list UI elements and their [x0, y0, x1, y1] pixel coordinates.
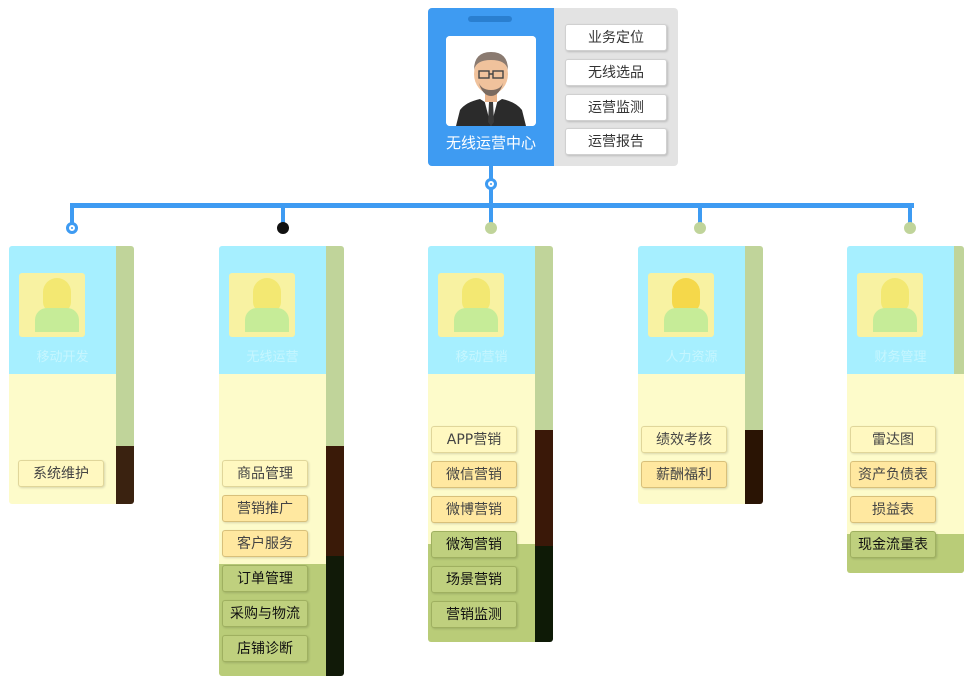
badge-slot — [468, 16, 512, 22]
card-side-strip — [534, 246, 553, 642]
item-button[interactable]: 资产负债表 — [850, 461, 936, 488]
department-name: 财务管理 — [874, 350, 927, 365]
connector-node-5 — [904, 222, 916, 234]
item-button[interactable]: 营销推广 — [222, 495, 308, 522]
item-button[interactable]: 店铺诊断 — [222, 635, 308, 662]
department-card-1: 移动开发 系统维护 — [9, 246, 134, 504]
department-name: 移动开发 — [36, 350, 89, 365]
department-name: 无线运营 — [246, 350, 299, 365]
item-button[interactable]: 系统维护 — [18, 460, 104, 487]
item-button[interactable]: 雷达图 — [850, 426, 936, 453]
person-icon — [672, 278, 700, 312]
manager-avatar — [446, 36, 536, 126]
connector-node-3 — [485, 222, 497, 234]
item-button[interactable]: 场景营销 — [431, 566, 517, 593]
person-icon — [253, 278, 281, 312]
person-shoulders-icon — [873, 308, 917, 332]
card-side-strip — [325, 246, 344, 676]
person-icon — [881, 278, 909, 312]
item-button[interactable]: 绩效考核 — [641, 426, 727, 453]
department-card-2: 无线运营 商品管理 营销推广 客户服务 订单管理 采购与物流 店铺诊断 — [219, 246, 344, 676]
person-icon — [43, 278, 71, 312]
card-side-strip — [744, 246, 763, 504]
card-side-strip — [115, 246, 134, 504]
department-card-5: 财务管理 雷达图 资产负债表 损益表 现金流量表 — [847, 246, 964, 573]
item-button[interactable]: 订单管理 — [222, 565, 308, 592]
item-button[interactable]: 采购与物流 — [222, 600, 308, 627]
card-header: 财务管理 — [847, 246, 954, 374]
connector-drop-4 — [698, 203, 702, 223]
item-button[interactable]: 微博营销 — [431, 496, 517, 523]
connector-drop-5 — [908, 203, 912, 223]
card-header: 移动营销 — [428, 246, 535, 374]
card-header: 无线运营 — [219, 246, 326, 374]
item-button[interactable]: 薪酬福利 — [641, 461, 727, 488]
item-button[interactable]: 损益表 — [850, 496, 936, 523]
connector-drop-1 — [70, 203, 74, 223]
connector-drop-2 — [281, 203, 285, 223]
connector-node-1 — [66, 222, 78, 234]
button-operation-report[interactable]: 运营报告 — [565, 128, 667, 155]
button-wireless-selection[interactable]: 无线选品 — [565, 59, 667, 86]
person-shoulders-icon — [454, 308, 498, 332]
connector-node-4 — [694, 222, 706, 234]
connector-node-2 — [277, 222, 289, 234]
department-name: 人力资源 — [665, 350, 718, 365]
center-title: 无线运营中心 — [445, 134, 536, 152]
person-shoulders-icon — [245, 308, 289, 332]
card-header: 人力资源 — [638, 246, 745, 374]
connector-node-top — [485, 178, 497, 190]
person-shoulders-icon — [35, 308, 79, 332]
item-button[interactable]: 客户服务 — [222, 530, 308, 557]
connector-drop-3 — [489, 203, 493, 223]
item-button[interactable]: 营销监测 — [431, 601, 517, 628]
businessman-icon — [446, 36, 536, 126]
person-shoulders-icon — [664, 308, 708, 332]
department-name: 移动营销 — [455, 350, 508, 365]
card-header: 移动开发 — [9, 246, 116, 374]
item-button[interactable]: 商品管理 — [222, 460, 308, 487]
button-business-positioning[interactable]: 业务定位 — [565, 24, 667, 51]
item-button[interactable]: APP营销 — [431, 426, 517, 453]
button-operation-monitoring[interactable]: 运营监测 — [565, 94, 667, 121]
item-button[interactable]: 微信营销 — [431, 461, 517, 488]
department-card-3: 移动营销 APP营销 微信营销 微博营销 微淘营销 场景营销 营销监测 — [428, 246, 553, 642]
item-button[interactable]: 现金流量表 — [850, 531, 936, 558]
person-icon — [462, 278, 490, 312]
card-body — [219, 374, 326, 676]
department-card-4: 人力资源 绩效考核 薪酬福利 — [638, 246, 763, 504]
item-button[interactable]: 微淘营销 — [431, 531, 517, 558]
